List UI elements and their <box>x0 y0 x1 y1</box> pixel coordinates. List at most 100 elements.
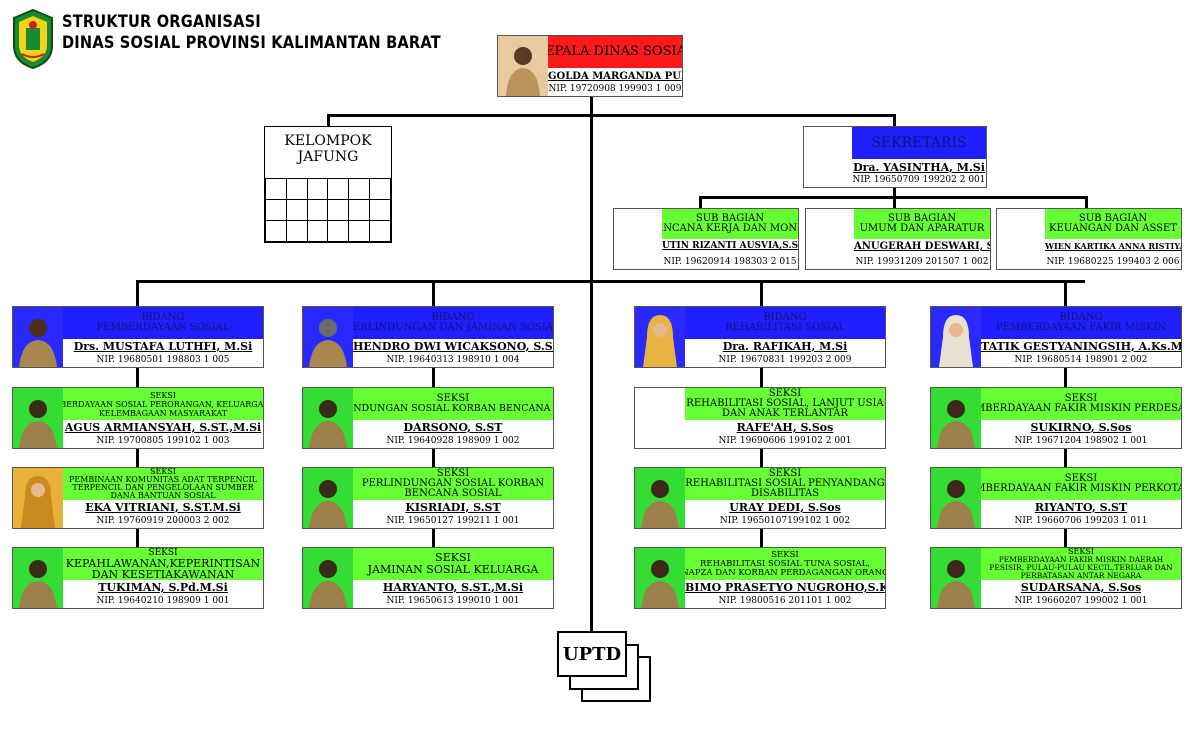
bidang-photo <box>303 307 353 367</box>
bidang-line-2: PERLINDUNGAN DAN JAMINAN SOSIAL <box>353 322 553 333</box>
subbagian-box: SUB BAGIAN KEUANGAN DAN ASSET WIEN KARTI… <box>996 208 1182 270</box>
bidang-title-band: BIDANG PERLINDUNGAN DAN JAMINAN SOSIAL <box>353 307 553 339</box>
subbagian-line-2: RENCANA KERJA DAN MONEV <box>662 223 798 234</box>
subbagian-box: SUB BAGIAN UMUM DAN APARATUR ANUGERAH DE… <box>805 208 991 270</box>
seksi-title-band: SEKSI PEMBERDAYAAN SOSIAL PERORANGAN, KE… <box>63 388 263 420</box>
seksi-nip: NIP. 19660706 199203 1 011 <box>1014 516 1148 526</box>
seksi-line-2: PERLINDUNGAN SOSIAL KORBAN BENCANA ALAM <box>353 403 553 414</box>
subbagian-name: UTIN RIZANTI AUSVIA,S.STP.M.M <box>662 241 798 251</box>
bidang-3-connector <box>760 280 763 306</box>
bidang-4-chain <box>1064 368 1067 548</box>
sekretaris-title-band: SEKRETARIS <box>852 127 986 159</box>
bidang-line-1: BIDANG <box>431 312 475 323</box>
kepala-title: KEPALA DINAS SOSIAL <box>548 44 682 59</box>
seksi-title-band: SEKSI PEMBERDAYAAN FAKIR MISKIN PERDESAA… <box>981 388 1181 420</box>
subbagian-2-connector <box>893 196 896 208</box>
seksi-box: SEKSI KEPAHLAWANAN,KEPERINTISAN DAN KESE… <box>12 547 264 609</box>
seksi-box: SEKSI REHABILITASI SOSIAL TUNA SOSIAL, N… <box>634 547 886 609</box>
seksi-title-band: SEKSI PEMBINAAN KOMUNITAS ADAT TERPENCIL… <box>63 468 263 500</box>
kepala-photo <box>498 36 548 96</box>
sekretaris-down-line <box>893 188 896 197</box>
seksi-line-1: SEKSI <box>150 390 176 400</box>
kepala-name: GOLDA MARGANDA PURBA SP., SH., MH <box>548 71 682 82</box>
seksi-line-1: SEKSI <box>768 468 802 479</box>
seksi-title-band: SEKSI REHABILITASI SOSIAL, LANJUT USIA D… <box>685 388 885 420</box>
seksi-line-1: SEKSI <box>1064 393 1098 404</box>
seksi-nip: NIP. 19650127 199211 1 001 <box>386 516 520 526</box>
seksi-line-1: SEKSI <box>771 549 799 560</box>
sekretaris-box: SEKRETARIS Dra. YASINTHA, M.Si NIP. 1965… <box>803 126 987 188</box>
bidang-line-2: REHABILITASI SOSIAL <box>725 322 845 333</box>
seksi-line-3: NAPZA DAN KORBAN PERDAGANGAN ORANG <box>685 567 885 578</box>
seksi-line-3: PESISIR, PULAU-PULAU KECIL,TERLUAR DAN <box>989 563 1173 572</box>
bidang-box: BIDANG PEMBERDAYAAN FAKIR MISKIN TATIK G… <box>930 306 1182 368</box>
bidang-title-band: BIDANG PEMBERDAYAAN FAKIR MISKIN <box>981 307 1181 339</box>
seksi-name: EKA VITRIANI, S.ST.M.Si <box>85 501 241 514</box>
seksi-title-band: SEKSI REHABILITASI SOSIAL TUNA SOSIAL, N… <box>685 548 885 580</box>
seksi-title-band: SEKSI KEPAHLAWANAN,KEPERINTISAN DAN KESE… <box>63 548 263 580</box>
seksi-line-2: REHABILITASI SOSIAL, LANJUT USIA <box>686 398 884 409</box>
jafung-label: KELOMPOK JAFUNG <box>265 133 391 165</box>
subbagian-title-band: SUB BAGIAN UMUM DAN APARATUR <box>854 209 990 239</box>
seksi-box: SEKSI PEMBERDAYAAN FAKIR MISKIN PERKOTAA… <box>930 467 1182 529</box>
seksi-name: RAFE'AH, S.Sos <box>736 421 834 434</box>
bidang-2-chain <box>432 368 435 548</box>
page-title: STRUKTUR ORGANISASI DINAS SOSIAL PROVINS… <box>62 12 441 54</box>
seksi-line-2: PEMBINAAN KOMUNITAS ADAT TERPENCIL <box>68 475 258 484</box>
seksi-title-band: SEKSI PEMBERDAYAAN FAKIR MISKIN DAERAH P… <box>981 548 1181 580</box>
kepala-nip: NIP. 19720908 199903 1 009 <box>548 84 682 94</box>
subbagian-nip: NIP. 19620914 198303 2 015 <box>663 257 797 267</box>
seksi-box: SEKSI PERLINDUNGAN SOSIAL KORBAN BENCANA… <box>302 467 554 529</box>
seksi-line-2: PEMBERDAYAAN SOSIAL PERORANGAN, KELUARGA… <box>63 399 263 409</box>
bidang-name: Drs. MUSTAFA LUTHFI, M.Si <box>73 340 253 353</box>
sekretaris-connector <box>893 114 896 126</box>
seksi-box: SEKSI PEMBERDAYAAN FAKIR MISKIN DAERAH P… <box>930 547 1182 609</box>
seksi-name: DARSONO, S.ST <box>403 421 503 434</box>
seksi-photo <box>13 388 63 448</box>
seksi-name: KISRIADI, S.ST <box>405 501 501 514</box>
subbagian-photo <box>997 209 1045 269</box>
subbagian-photo <box>614 209 662 269</box>
subbagian-name: WIEN KARTIKA ANNA RISTIYANTI,S.Pd <box>1045 241 1181 251</box>
seksi-nip: NIP. 19700805 199102 1 003 <box>96 436 230 446</box>
subbagian-line-2: KEUANGAN DAN ASSET <box>1049 223 1177 234</box>
seksi-line-3: TERPENCIL DAN PENGELOLAAN SUMBER <box>72 483 254 492</box>
bidang-box: BIDANG PERLINDUNGAN DAN JAMINAN SOSIAL H… <box>302 306 554 368</box>
sekretaris-nip: NIP. 19650709 199202 2 001 <box>852 175 986 185</box>
subbagian-line-2: UMUM DAN APARATUR <box>859 223 985 234</box>
seksi-name: HARYANTO, S.ST.,M.Si <box>382 581 524 594</box>
seksi-line-2: REHABILITASI SOSIAL PENYANDANG <box>685 478 885 489</box>
seksi-line-4: DANA BANTUAN SOSIAL <box>110 491 216 500</box>
jafung-label-line-2: JAFUNG <box>297 149 359 165</box>
sekretaris-name: Dra. YASINTHA, M.Si <box>853 161 985 174</box>
seksi-line-1: SEKSI <box>148 548 178 558</box>
seksi-nip: NIP. 19760919 200003 2 002 <box>96 516 230 526</box>
seksi-photo <box>931 548 981 608</box>
bidang-line-1: BIDANG <box>141 312 185 323</box>
kepala-dinas-box: KEPALA DINAS SOSIAL GOLDA MARGANDA PURBA… <box>497 35 683 97</box>
seksi-photo <box>13 548 63 608</box>
kelompok-jafung-box: KELOMPOK JAFUNG <box>264 126 392 243</box>
seksi-name: BIMO PRASETYO NUGROHO,S.Kom,MM <box>685 581 885 594</box>
seksi-photo <box>303 468 353 528</box>
seksi-line-2: KEPAHLAWANAN,KEPERINTISAN <box>65 556 261 570</box>
jafung-label-line-1: KELOMPOK <box>284 133 372 149</box>
sekretaris-title: SEKRETARIS <box>871 134 967 151</box>
bidang-box: BIDANG PEMBERDAYAAN SOSIAL Drs. MUSTAFA … <box>12 306 264 368</box>
bidang-nip: NIP. 19680501 198803 1 005 <box>96 355 230 365</box>
seksi-line-2: PEMBERDAYAAN FAKIR MISKIN PERKOTAAN <box>981 483 1181 494</box>
bidang-1-chain <box>136 368 139 548</box>
bidang-1-connector <box>136 280 139 306</box>
subbagian-line-1: SUB BAGIAN <box>1078 213 1148 224</box>
seksi-box: SEKSI REHABILITASI SOSIAL, LANJUT USIA D… <box>634 387 886 449</box>
seksi-box: SEKSI PEMBINAAN KOMUNITAS ADAT TERPENCIL… <box>12 467 264 529</box>
subbagian-1-connector <box>699 196 702 208</box>
bidang-nip: NIP. 19670831 199203 2 009 <box>718 355 852 365</box>
subbagian-nip: NIP. 19680225 199403 2 006 <box>1046 257 1180 267</box>
seksi-box: SEKSI JAMINAN SOSIAL KELUARGA HARYANTO, … <box>302 547 554 609</box>
bidang-nip: NIP. 19680514 198901 2 002 <box>1014 355 1148 365</box>
subbagian-box: SUB BAGIAN RENCANA KERJA DAN MONEV UTIN … <box>613 208 799 270</box>
subbagian-title-band: SUB BAGIAN RENCANA KERJA DAN MONEV <box>662 209 798 239</box>
title-line-2: DINAS SOSIAL PROVINSI KALIMANTAN BARAT <box>62 33 441 53</box>
seksi-line-2: REHABILITASI SOSIAL TUNA SOSIAL, <box>699 558 870 569</box>
